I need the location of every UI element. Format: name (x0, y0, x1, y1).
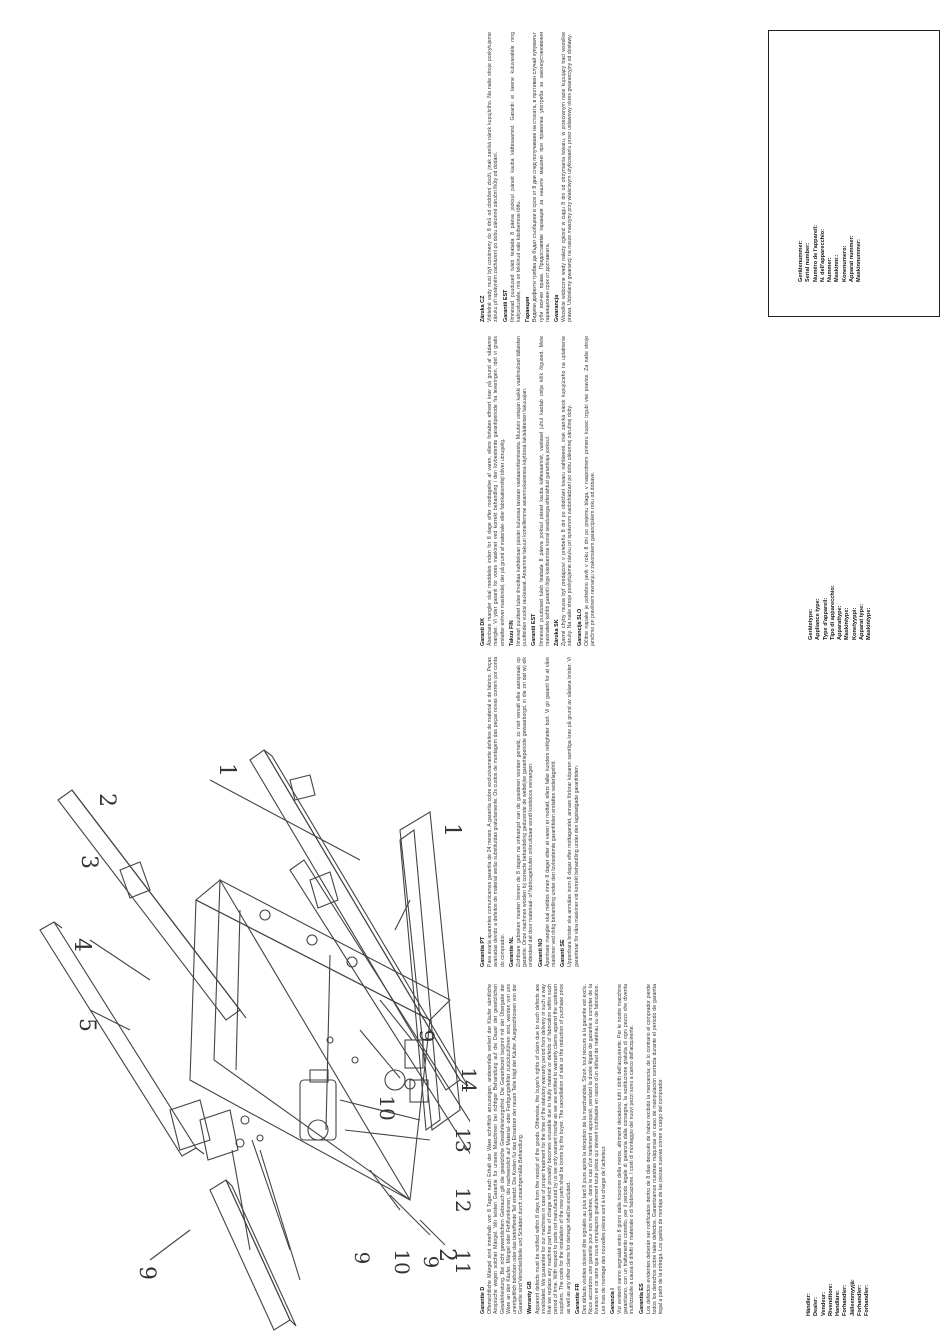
heading: Garanti DK (480, 617, 486, 646)
field-label: Dealer: (813, 1297, 820, 1316)
dealer-fields: Händler: Dealer: Vendeur: Rivenditore: H… (806, 1196, 872, 1316)
box-divider-left (760, 30, 761, 1320)
field-label: Gerätetype: (808, 608, 814, 640)
part-16-panel (399, 828, 441, 1132)
paragraph: Los defectos evidentes deberán ser notif… (645, 984, 665, 1314)
diagram-right-labels: 9 14 10 13 12 9 10 9 11 (350, 1030, 478, 1275)
paragraph: Zichtbare gebreken moeten binnen de 8 da… (516, 657, 535, 967)
frame-tray (189, 878, 451, 1201)
label-5: 5 (74, 1018, 99, 1032)
label-9e: 9 (419, 1256, 443, 1269)
paragraph: Uppenbara brister ska anmälas inom 8 dag… (567, 657, 580, 967)
part-2-lower-leg (209, 1179, 297, 1331)
heading: Garantía ES (638, 1283, 645, 1314)
heading: Garantia PT (480, 936, 486, 967)
heading: Garanti NO (537, 938, 544, 967)
paragraph: Ilmeiset puutteet tulee ilmoittaa kahdek… (516, 336, 529, 646)
field-label: Konenumero: (841, 245, 848, 282)
field-label: Type d'appareil: (822, 597, 829, 640)
label-9d: 9 (350, 1252, 374, 1265)
label-4: 4 (69, 938, 94, 952)
label-9a: 9 (134, 1266, 159, 1280)
warranty-text-page: Garantie D Offensichtliche Mängel sind i… (478, 22, 950, 1322)
paragraph: Wszelkie widoczne wady należy zgłosić w … (561, 32, 574, 322)
part-2-leg (57, 789, 247, 1021)
text-column-3: Garanti DK Åbenbare mangler skal meddele… (478, 336, 683, 646)
heading: Garantie NL (508, 936, 515, 967)
field-label: Forhandler: (857, 1284, 864, 1316)
heading: Garanti SE (560, 939, 567, 967)
paragraph: Zjavné chyby musia byť predajcovi v prie… (561, 336, 574, 646)
paragraph: Para avaria aparentes comunicamos garant… (487, 657, 506, 967)
heading: Záruka SK (554, 619, 561, 646)
text-column-2: Garantia PT Para avaria aparentes comuni… (478, 657, 674, 967)
field-label: Maskintype: (866, 607, 873, 640)
heading: Garantii EST (502, 289, 509, 322)
text-column-4: Záruka CZ Viditelné vady musí být oznáme… (478, 32, 693, 322)
paragraph: Ilmnevad puudused tuleb teatada 8 päeva … (538, 336, 551, 646)
field-label: Handlare: (835, 1290, 842, 1316)
field-label: Numéro de l'appareil: (812, 225, 819, 282)
field-label: Forhandler: (842, 1284, 849, 1316)
text-column-1: Garantie D Offensichtliche Mängel sind i… (478, 984, 670, 1314)
heading: Garantii EST (531, 613, 538, 646)
label-9c: 9 (415, 1030, 439, 1043)
label-11: 11 (451, 1249, 475, 1274)
field-label: Serial number: (805, 242, 812, 282)
exploded-parts-diagram: 1 2 3 4 5 9 1 3 2 9 7 8 17 16 15 15 (39, 749, 470, 1331)
label-3: 3 (76, 855, 101, 869)
part-1-beam-lower (289, 859, 470, 1155)
field-label: Appliance type: (815, 598, 822, 640)
motor-assembly (299, 1069, 337, 1141)
heading: Гаранция (525, 296, 532, 322)
serial-number-fields: Gerätenummer: Serial number: Numéro de l… (798, 162, 864, 282)
label-14: 14 (457, 1067, 478, 1092)
paragraph: Viditelné vady musí být oznámeny do 8 dn… (487, 32, 500, 322)
heading: Warranty GB (527, 1281, 534, 1314)
field-label: Nummer: (827, 257, 834, 282)
field-label: Apparattype: (837, 605, 844, 641)
appliance-type-fields: Gerätetype: Appliance type: Type d'appar… (808, 520, 874, 640)
paragraph: Des défauts visibles doivent être signal… (582, 984, 607, 1314)
field-label: Konetyyppi: (851, 607, 858, 640)
heading: Takuu FIN (508, 620, 515, 646)
field-label: Händler: (806, 1293, 812, 1316)
label-12: 12 (451, 1187, 475, 1212)
paragraph: Видими дефекти трябва да бъдат съобщени … (532, 32, 551, 322)
paragraph: Vizi evidenti vanno segnalati entro 8 gi… (617, 984, 636, 1314)
label-2: 2 (94, 793, 119, 807)
field-label: Jälleenmyyjä: (849, 1279, 856, 1316)
field-label: Maskinnr.: (834, 254, 841, 282)
field-label: Tipo di apparecchio: (829, 585, 836, 640)
label-2b: 2 (434, 1248, 459, 1262)
paragraph: Offensichtliche Mängel sind innerhalb vo… (487, 984, 525, 1314)
heading: Záruka CZ (480, 295, 486, 322)
label-10a: 10 (375, 1095, 399, 1120)
paragraph: Ilmnevad puudused tuleb teatada 8 päeva … (509, 32, 523, 322)
heading: Garancija SLO (576, 608, 583, 646)
field-label: Maskinnummer: (856, 239, 863, 282)
field-label: Forhandler: (864, 1284, 871, 1316)
field-label: Vendeur: (820, 1292, 827, 1316)
field-label: Maskintype: (844, 607, 851, 640)
label-13: 13 (451, 1127, 475, 1152)
label-1: 1 (214, 763, 239, 777)
field-label: Rivenditore: (827, 1283, 834, 1316)
field-label: Apparat type: (859, 603, 866, 640)
field-label: Gerätenummer: (798, 240, 804, 282)
heading: Gwarancja (554, 294, 561, 322)
field-label: N. dell'apparecchio: (819, 229, 826, 282)
heading: Garantie D (480, 1286, 486, 1314)
paragraph: Åbenbare mangler skal meddeles inden for… (487, 336, 506, 646)
field-label: Apparat nummer: (849, 235, 856, 282)
paragraph: Åpenbare mangler skal meldes innen 8 dag… (544, 657, 558, 967)
paragraph: Očitne napake je potrebno javiti v roku … (583, 336, 597, 646)
heading: Garanzia I (609, 1288, 616, 1314)
heading: Garantie FR (574, 1283, 581, 1314)
label-1b: 1 (439, 823, 464, 837)
part-4-rail (39, 921, 205, 1157)
paragraph: Apparent defects must be notified within… (534, 984, 572, 1314)
label-10b: 10 (390, 1249, 414, 1274)
